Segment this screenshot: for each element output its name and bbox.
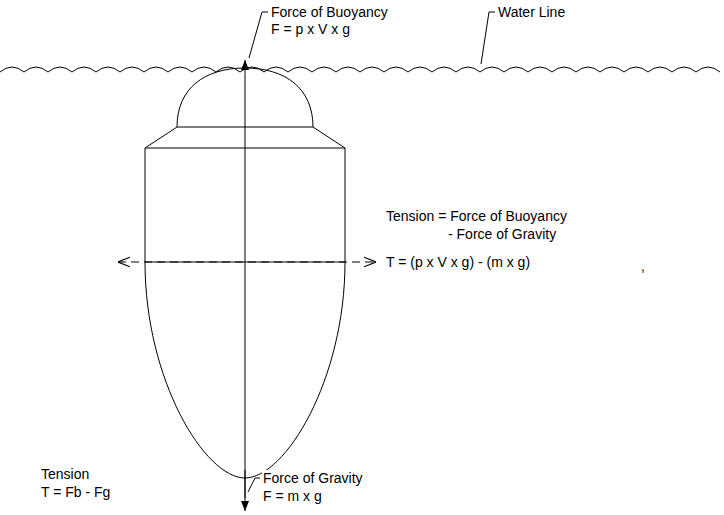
equation: - Force of Gravity <box>447 226 557 242</box>
horizontal-axis <box>118 262 376 263</box>
water-wave <box>0 67 720 72</box>
force-label: Tension <box>40 466 90 482</box>
formula: T = (p x V x g) - (m x g) <box>385 254 531 270</box>
leader-line <box>249 12 268 58</box>
leader-line <box>248 478 260 492</box>
force-label: Force of Buoyancy <box>270 4 389 20</box>
force-label: Force of Gravity <box>262 470 364 486</box>
leader-line <box>481 12 495 64</box>
tension-arrow <box>245 470 246 511</box>
formula: F = p x V x g <box>270 21 351 37</box>
water-wave <box>0 67 720 72</box>
formula: T = Fb - Fg <box>40 484 111 500</box>
punctuation: , <box>640 258 646 274</box>
water-line-label: Water Line <box>497 4 566 20</box>
buoyancy-arrow <box>245 60 246 498</box>
formula: F = m x g <box>262 488 323 504</box>
equation: Tension = Force of Buoyancy <box>385 208 568 224</box>
